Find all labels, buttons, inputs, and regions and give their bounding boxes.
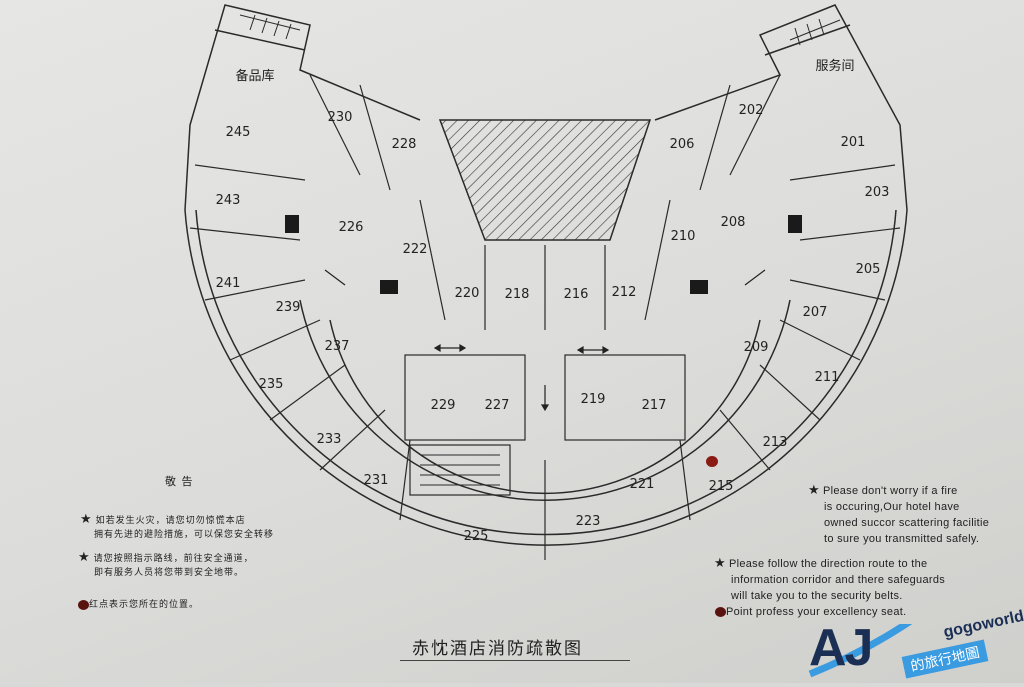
room-label: 226 [339, 220, 364, 235]
room-label: 233 [317, 432, 342, 447]
room-label: 239 [276, 300, 301, 315]
room-label: 206 [670, 137, 695, 152]
notice-text: 即有服务人员将您带到安全地带。 [94, 568, 245, 578]
room-label: 212 [612, 285, 637, 300]
room-label: 209 [744, 340, 769, 355]
red-dot-icon [715, 607, 726, 618]
current-location-marker [706, 456, 718, 467]
central-core-hatched [438, 119, 652, 241]
room-label: 228 [392, 137, 417, 152]
room-label: 203 [865, 185, 890, 200]
room-label: 219 [581, 392, 606, 407]
notice-text: 请您按照指示路线，前往安全通道， [93, 554, 254, 564]
room-label: 205 [856, 262, 881, 277]
notice-text: 如若发生火灾，请您切勿惊慌本店 [95, 516, 246, 526]
room-label: 215 [709, 479, 734, 494]
airplane-swoosh-icon [808, 615, 917, 678]
notice-text: information corridor and there safeguard… [731, 574, 946, 586]
room-label: 229 [431, 398, 456, 413]
watermark-logo: AJ gogoworld 的旅行地圖 [805, 608, 1024, 687]
star-icon: ★ [714, 555, 726, 570]
room-label: 227 [485, 398, 510, 413]
notice-text: Please follow the direction route to the [728, 558, 928, 570]
room-label: 216 [564, 287, 589, 302]
star-icon: ★ [78, 550, 91, 565]
room-label: 222 [403, 242, 428, 257]
room-label: 208 [721, 215, 746, 230]
room-label: 223 [576, 514, 601, 529]
notice-text: 红点表示您所在的位置。 [89, 600, 200, 610]
room-label: 237 [325, 339, 350, 354]
room-label: 220 [455, 286, 480, 301]
room-label: 202 [739, 103, 764, 118]
notice-en-item-2: ★Please follow the direction route to th… [714, 555, 945, 604]
room-label: 225 [464, 529, 489, 544]
notice-text: will take you to the security belts. [731, 590, 903, 602]
plan-title: 赤忱酒店消防疏散图 [412, 639, 583, 659]
title-underline [400, 660, 630, 661]
star-icon: ★ [808, 482, 820, 497]
room-label: 207 [803, 305, 828, 320]
notice-cn-item-3: 红点表示您所在的位置。 [78, 597, 199, 610]
notice-cn-item-2: ★请您按照指示路线，前往安全通道， 即有服务人员将您带到安全地带。 [78, 550, 254, 578]
room-label: 201 [841, 135, 866, 150]
notice-en-item-1: ★Please don't worry if a fire is occurin… [808, 482, 989, 547]
notice-text: Point profess your excellency seat. [726, 606, 907, 618]
room-label: 213 [763, 435, 788, 450]
notice-text: 拥有先进的避险措施，可以保您安全转移 [94, 530, 275, 540]
red-dot-icon [78, 599, 89, 610]
room-numbers: 245 230 228 243 226 222 241 239 220 218 … [216, 103, 890, 544]
notice-text: to sure you transmitted safely. [824, 533, 980, 545]
room-label: 231 [364, 473, 389, 488]
room-label: 230 [328, 110, 353, 125]
fire-hose-boxes [285, 215, 802, 294]
service-room-label: 服务间 [815, 58, 854, 74]
room-label: 210 [671, 229, 696, 244]
star-icon: ★ [80, 512, 93, 527]
evacuation-arrows [324, 269, 766, 412]
room-label: 243 [216, 193, 241, 208]
notice-text: is occuring,Our hotel have [824, 501, 960, 513]
room-label: 235 [259, 377, 284, 392]
notice-cn-item-1: ★如若发生火灾，请您切勿惊慌本店 拥有先进的避险措施，可以保您安全转移 [80, 512, 274, 540]
room-label: 218 [505, 287, 530, 302]
room-label: 211 [815, 370, 840, 385]
storage-room-label: 备品库 [235, 68, 274, 84]
notice-heading: 敬 告 [165, 475, 194, 488]
notice-en-item-3: Point profess your excellency seat. [715, 604, 906, 620]
notice-text: owned succor scattering facilitie [824, 517, 990, 529]
room-label: 217 [642, 398, 667, 413]
room-label: 221 [630, 477, 655, 492]
building-walls [184, 4, 908, 560]
watermark-aj: AJ [809, 619, 874, 677]
room-label: 241 [216, 276, 241, 291]
room-label: 245 [226, 125, 251, 140]
notice-text: Please don't worry if a fire [822, 485, 958, 497]
